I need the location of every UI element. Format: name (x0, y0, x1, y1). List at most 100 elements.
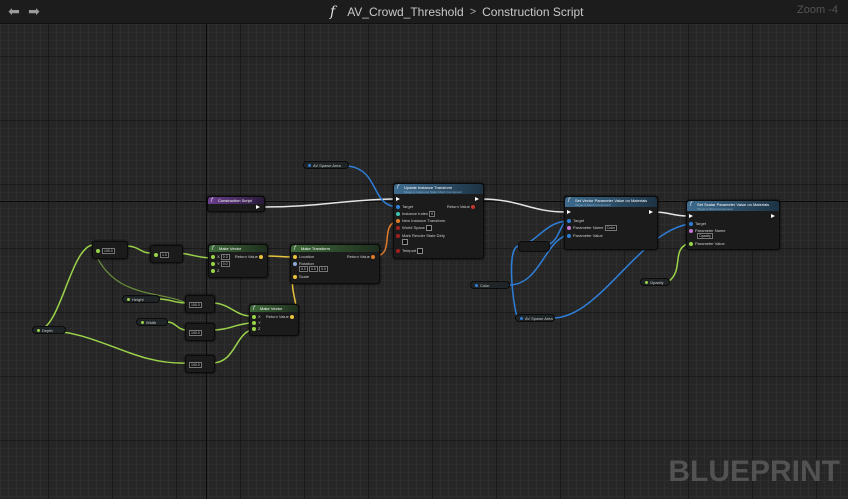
forward-arrow-icon[interactable]: ➡ (28, 3, 40, 19)
operand-pin[interactable]: 100.0 (189, 330, 202, 336)
z-pin[interactable]: Z (252, 326, 260, 331)
exec-in-pin[interactable] (689, 213, 695, 218)
operand-field[interactable]: 100.0 (189, 330, 202, 336)
divide-node[interactable]: 100.0 (92, 241, 128, 259)
graph-origin-y-axis (206, 24, 207, 499)
exec-out-pin[interactable] (256, 204, 262, 209)
scale-pin[interactable]: Scale (293, 274, 309, 279)
parameter-name-pin[interactable]: Parameter Name Color (567, 225, 617, 231)
parameter-value-pin[interactable]: Parameter Value (567, 233, 603, 238)
av-spawn-area-variable[interactable]: AV Spawn Area (303, 161, 349, 169)
graph-title-bar: ⬅ ➡ f AV_Crowd_Threshold > Construction … (0, 0, 848, 24)
back-arrow-icon[interactable]: ⬅ (8, 3, 20, 19)
teleport-checkbox[interactable] (417, 248, 424, 254)
divide-node[interactable]: 1.0 (150, 245, 183, 263)
x-pin[interactable]: X (252, 314, 261, 319)
set-vector-parameter-node[interactable]: Set Vector Parameter Value on Materials … (564, 196, 658, 250)
pin-label: World Space (402, 225, 425, 231)
parameter-name-field[interactable]: Opacity (697, 233, 713, 239)
make-vector-node[interactable]: Make Vector X Y Z Return Value (249, 304, 299, 336)
breadcrumb-graph[interactable]: Construction Script (482, 4, 584, 19)
construction-script-node[interactable]: Construction Script (207, 196, 265, 212)
exec-out-pin[interactable] (649, 209, 655, 214)
target-pin[interactable]: Target (689, 221, 706, 226)
make-vector-node[interactable]: Make Vector X 0.0 Y 0.0 Z Return Value (208, 244, 268, 278)
teleport-pin[interactable]: Teleport (396, 248, 424, 254)
target-pin[interactable]: Target (396, 204, 413, 209)
node-header: Make Transform (291, 245, 379, 252)
rotation-x-field[interactable]: 0.0 (299, 266, 308, 272)
rotation-pin[interactable]: Rotation (293, 261, 314, 266)
float-wire (211, 329, 252, 364)
pin-label: Z (258, 326, 261, 331)
operand-field[interactable]: 100.0 (102, 248, 115, 254)
set-scalar-parameter-node[interactable]: Set Scalar Parameter Value on Materials … (686, 200, 780, 250)
pin-label: Y (217, 261, 220, 267)
exec-out-pin[interactable] (475, 196, 481, 201)
node-header: Update Instance Transform Target is Inst… (394, 184, 483, 194)
av-spawn-area-variable[interactable]: AV Spawn Area (515, 314, 555, 322)
rotation-z-field[interactable]: 0.0 (319, 266, 328, 272)
parameter-name-pin[interactable]: Parameter Name (689, 228, 725, 233)
multiply-node[interactable]: 100.0 (185, 355, 215, 373)
world-space-checkbox[interactable] (425, 225, 432, 231)
target-pin[interactable]: Target (567, 218, 584, 223)
pin-label: Target (402, 204, 414, 209)
mark-render-state-dirty-pin[interactable]: Mark Render State Dirty (396, 233, 445, 238)
function-icon: f (330, 3, 336, 20)
parameter-value-pin[interactable]: Parameter Value (689, 241, 725, 246)
make-transform-node[interactable]: Make Transform Location Return Value Rot… (290, 244, 380, 284)
operand-field[interactable]: 1.0 (160, 252, 169, 258)
zoom-label: Zoom -4 (797, 4, 838, 16)
return-value-pin[interactable]: Return Value (347, 254, 377, 259)
breadcrumb-blueprint[interactable]: AV_Crowd_Threshold (347, 4, 464, 19)
operand-field[interactable]: 100.0 (189, 362, 202, 368)
instance-index-field[interactable]: 0 (429, 211, 436, 217)
operand-pin[interactable]: 1.0 (154, 252, 169, 258)
y-field[interactable]: 0.0 (220, 261, 230, 267)
world-space-pin[interactable]: World Space (396, 225, 432, 231)
pin-label: Mark Render State Dirty (402, 233, 445, 238)
pin-label: Parameter Value (695, 241, 725, 246)
exec-in-pin[interactable] (567, 209, 573, 214)
operand-pin[interactable]: 100.0 (189, 302, 202, 308)
return-value-pin[interactable]: Return Value (235, 254, 265, 259)
update-instance-transform-node[interactable]: Update Instance Transform Target is Inst… (393, 183, 484, 259)
float-wire (167, 321, 187, 331)
node-subtitle: Target is Mesh Component (697, 207, 733, 211)
multiply-node[interactable]: 100.0 (185, 323, 215, 341)
instance-index-pin[interactable]: Instance Index 0 (396, 211, 436, 217)
multiply-node[interactable]: 100.0 (185, 295, 215, 313)
float-wire (179, 252, 211, 259)
exec-in-pin[interactable] (396, 196, 402, 201)
operand-pin[interactable]: 100.0 (96, 248, 115, 254)
width-variable[interactable]: Width (136, 318, 168, 326)
reroute-node[interactable] (518, 241, 550, 252)
height-variable[interactable]: Height (122, 295, 160, 303)
rotation-fields: 0.0 0.0 0.0 (299, 266, 328, 272)
parameter-name-field[interactable]: Color (604, 225, 617, 231)
y-pin[interactable]: Y (252, 320, 261, 325)
y-pin[interactable]: Y 0.0 (211, 261, 230, 267)
x-field[interactable]: 0.0 (220, 254, 230, 260)
x-pin[interactable]: X 0.0 (211, 254, 230, 260)
color-variable[interactable]: Color (470, 281, 510, 289)
operand-pin[interactable]: 100.0 (189, 362, 202, 368)
depth-variable[interactable]: Depth (32, 326, 66, 334)
new-instance-transform-pin[interactable]: New Instance Transform (396, 218, 445, 223)
float-wire (37, 329, 188, 364)
node-header: Construction Script (208, 197, 264, 204)
node-title: Set Scalar Parameter Value on Materials (697, 202, 770, 207)
return-value-pin[interactable]: Return Value (447, 204, 477, 209)
mark-render-state-dirty-checkbox[interactable] (402, 239, 408, 245)
opacity-variable[interactable]: Opacity (640, 278, 670, 286)
return-value-pin[interactable]: Return Value (266, 314, 296, 319)
z-pin[interactable]: Z (211, 268, 219, 273)
operand-field[interactable]: 100.0 (189, 302, 202, 308)
location-pin[interactable]: Location (293, 254, 314, 259)
float-wire (157, 298, 187, 304)
rotation-y-field[interactable]: 0.0 (309, 266, 318, 272)
exec-out-pin[interactable] (771, 213, 777, 218)
pin-label: Z (217, 268, 220, 273)
